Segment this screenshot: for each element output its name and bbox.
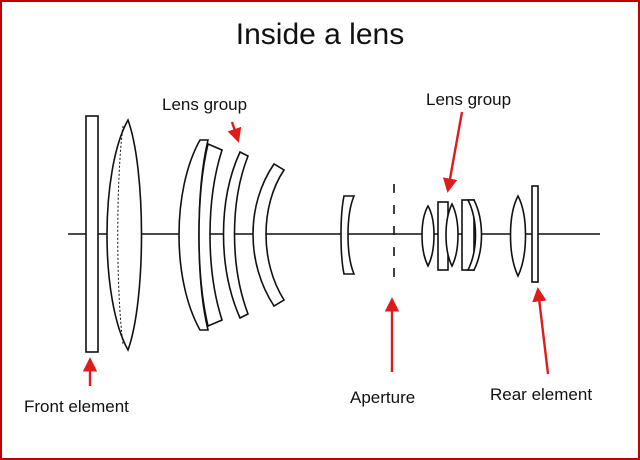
lens-group-1-element-2 — [198, 142, 223, 328]
label-lens-group-right: Lens group — [426, 90, 512, 109]
label-lens-group-left: Lens group — [162, 95, 248, 114]
lens-group-1-element-4 — [252, 162, 286, 308]
lens-group-2-element-1 — [421, 204, 435, 268]
front-element-plate — [85, 115, 99, 353]
arrow-lens-group-left — [227, 121, 242, 143]
front-element-dotted-curve — [117, 125, 124, 345]
rear-element — [531, 185, 539, 283]
front-element-biconvex — [106, 118, 143, 352]
lens-group-1-element-3 — [222, 150, 250, 320]
label-rear-element: Rear element — [490, 385, 593, 404]
lens-group-2-element-5 — [466, 199, 483, 271]
lens-group-2-element-3 — [445, 202, 459, 268]
arrow-lens-group-right — [442, 111, 464, 193]
diagram-title: Inside a lens — [235, 18, 405, 51]
arrow-rear-element — [532, 287, 550, 375]
label-front-element: Front element — [24, 397, 129, 416]
rear-biconvex — [509, 194, 527, 278]
pre-aperture-element — [340, 195, 356, 275]
label-aperture: Aperture — [350, 388, 416, 407]
